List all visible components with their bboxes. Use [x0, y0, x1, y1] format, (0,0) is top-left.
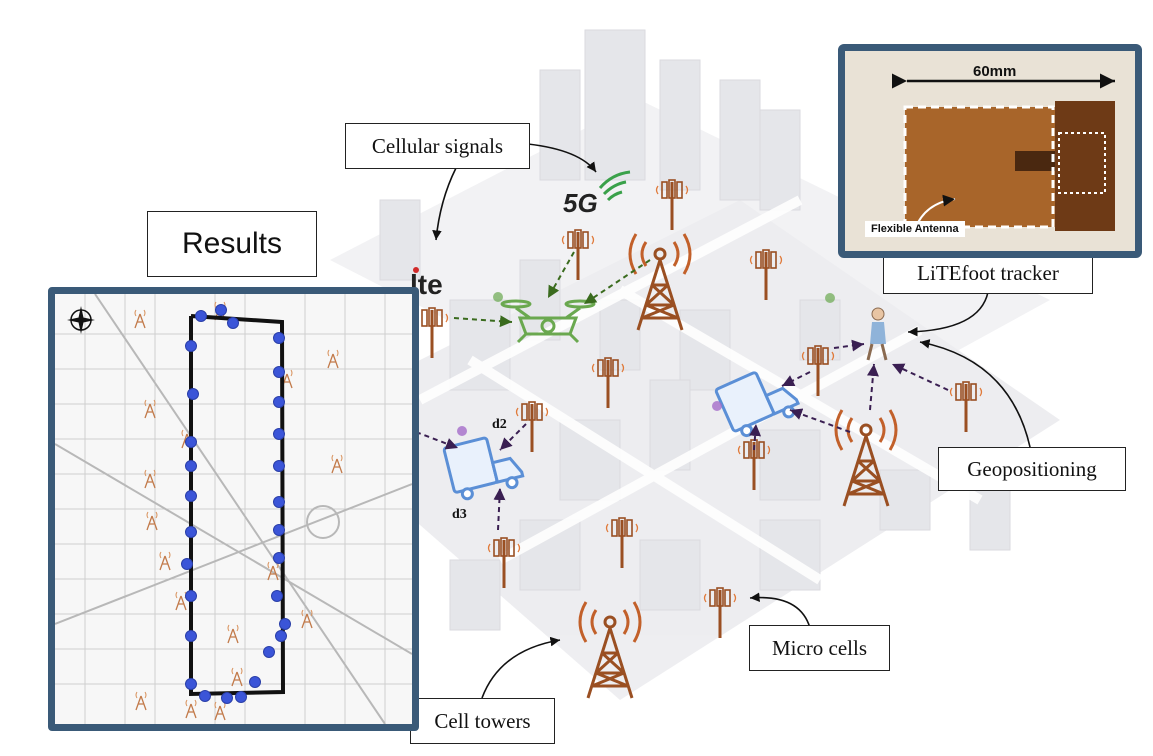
geopositioning-label: Geopositioning [938, 447, 1126, 491]
callout-arrows [432, 143, 1031, 699]
micro-cells-label: Micro cells [749, 625, 890, 671]
cell-towers-label: Cell towers [410, 698, 555, 744]
drone-icon [500, 299, 596, 344]
flexible-antenna-label: Flexible Antenna [865, 221, 965, 237]
truck-signal-arrows [415, 339, 949, 531]
dimension-label: 60mm [973, 63, 1017, 80]
results-map [48, 287, 419, 731]
truck-icon [714, 371, 801, 438]
logo-lte: lte [410, 267, 443, 300]
person-icon [866, 307, 888, 361]
cellular-signals-label: Cellular signals [345, 123, 530, 169]
compass-icon [67, 306, 95, 334]
svg-text:5G: 5G [563, 188, 598, 218]
truck-icon [442, 436, 525, 501]
route-points [181, 304, 291, 704]
litefoot-tracker-label: LiTEfoot tracker [883, 252, 1093, 294]
drone-signal-arrows [453, 251, 651, 328]
distance-label-d2: d2 [492, 417, 507, 432]
distance-label-d3: d3 [452, 507, 467, 522]
photo-svg [845, 51, 1135, 251]
logo-5g: 5G [563, 170, 631, 218]
city-background [300, 29, 1060, 700]
litefoot-photo: 60mm Flexible Antenna [838, 44, 1142, 258]
results-label: Results [147, 211, 317, 277]
map-svg [55, 294, 412, 724]
